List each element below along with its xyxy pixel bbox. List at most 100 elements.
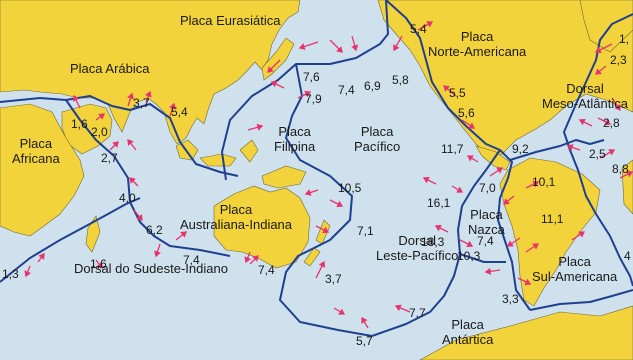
arrow-head: [112, 141, 119, 148]
arrow-head: [270, 80, 278, 88]
label-placa-nazca: Placa Nazca: [468, 207, 505, 237]
boundary-scotia: [529, 289, 633, 311]
land-eurasia: [0, 0, 301, 145]
rate-label: 7,4: [183, 253, 200, 267]
label-line: Antártica: [442, 332, 494, 347]
boundary-nazca-east: [497, 149, 531, 311]
label-line: Australiana-Indiana: [180, 217, 293, 232]
arrow-head: [594, 46, 602, 54]
label-line: Nazca: [468, 222, 505, 237]
arrow-head: [338, 308, 346, 315]
arrow-head: [434, 224, 442, 232]
rate-label: 1,: [619, 32, 630, 46]
rate-label: 10,3: [457, 249, 481, 263]
arrow-head: [180, 231, 187, 238]
rate-label: 2,0: [91, 125, 108, 139]
rate-label: 1,6: [71, 117, 88, 131]
land-central-america: [475, 145, 511, 171]
label-placa-sul-americana: Placa Sul-Americana: [532, 254, 617, 284]
rate-label: 3,7: [325, 272, 342, 286]
arrow-head: [252, 255, 259, 262]
label-placa-australiana-indiana: Placa Australiana-Indiana: [180, 202, 292, 232]
plate-boundaries: [0, 0, 633, 337]
arrow-head: [524, 278, 532, 286]
label-placa-antartica: Placa Antártica: [442, 317, 493, 347]
arrow-head: [626, 170, 633, 178]
arrow-head: [129, 177, 136, 184]
arrow-head: [304, 189, 312, 196]
rate-label: 5,4: [410, 22, 427, 36]
arrow-head: [394, 304, 402, 312]
label-line: Placa: [19, 136, 53, 151]
rate-label: 7,9: [305, 92, 322, 106]
arrow-head: [127, 139, 134, 146]
arrow-head: [244, 256, 252, 264]
label-line: Placa: [278, 124, 311, 139]
label-line: Placa: [451, 317, 484, 332]
boundary-africa-eurasia: [0, 95, 239, 177]
label-line: Sul-Americana: [532, 269, 618, 284]
rate-label: 7,4: [258, 263, 275, 277]
arrow-head: [566, 144, 574, 151]
rate-label: 5,7: [356, 334, 373, 348]
rate-label: 5,5: [449, 86, 466, 100]
label-line: Leste-Pacífico: [376, 248, 459, 263]
arrow-head: [614, 104, 621, 112]
rate-label: 5,4: [171, 105, 188, 119]
arrow-head: [595, 68, 602, 75]
arrow-head: [468, 122, 476, 129]
arrow-head: [98, 113, 106, 120]
arrow-head: [267, 66, 274, 73]
rate-label: 4: [624, 249, 631, 263]
label-placa-norte-americana: Placa Norte-Americana: [428, 29, 526, 59]
rate-label: 5,6: [458, 106, 475, 120]
arrow-head: [96, 262, 103, 270]
arrow-head: [361, 316, 368, 324]
boundary-nazca-south: [459, 253, 506, 263]
rate-label: 11,1: [541, 212, 564, 226]
arrow-head: [256, 123, 264, 131]
arrow-head: [503, 198, 510, 205]
land-africa: [0, 103, 85, 237]
arrow-head: [578, 118, 586, 126]
rate-label: 1,6: [90, 257, 107, 271]
arrow-head: [484, 267, 492, 275]
rate-label: 2,8: [603, 116, 620, 130]
arrow-head: [496, 167, 504, 174]
label-line: Dorsal: [566, 81, 604, 96]
arrow-head: [604, 118, 612, 126]
rate-label: 9,2: [512, 142, 529, 156]
rate-label: 1,3: [2, 267, 19, 281]
arrow-head: [144, 90, 152, 98]
land-antarctica: [419, 305, 633, 360]
rate-label: 3,3: [502, 292, 519, 306]
boundary-pacific-west: [279, 63, 373, 337]
arrow-head: [336, 46, 343, 53]
arrow-head: [336, 200, 344, 208]
arrow-head: [318, 260, 326, 268]
arrow-head: [608, 149, 616, 156]
land-indonesia: [175, 139, 307, 189]
rate-label: 6,2: [146, 223, 163, 237]
label-placa-filipina: Placa Filipina: [274, 124, 315, 154]
label-dorsal-sudeste-indiano: Dorsal do Sudeste-Indiano: [74, 261, 228, 276]
arrow-head: [72, 94, 80, 102]
arrow-head: [506, 240, 514, 247]
arrow-head: [466, 155, 474, 162]
arrow-head: [154, 250, 161, 258]
rate-label: 18,3: [421, 235, 445, 249]
boundary-sudeste-indiano: [0, 197, 141, 283]
rate-label: 7,6: [303, 70, 320, 84]
arrow-head: [456, 186, 464, 193]
boundary-caribbean: [509, 139, 605, 161]
label-line: Placa: [219, 202, 253, 217]
rate-label: 7,0: [479, 181, 496, 195]
arrow-head: [393, 44, 400, 52]
rate-label: 10,5: [338, 181, 362, 195]
rate-label: 10,1: [532, 175, 556, 189]
rate-label: 7,7: [409, 306, 426, 320]
rate-label: 16,1: [427, 196, 451, 210]
label-line: Norte-Americana: [428, 44, 527, 59]
label-line: Filipina: [274, 139, 316, 154]
boundary-south-atlantic: [619, 257, 633, 287]
